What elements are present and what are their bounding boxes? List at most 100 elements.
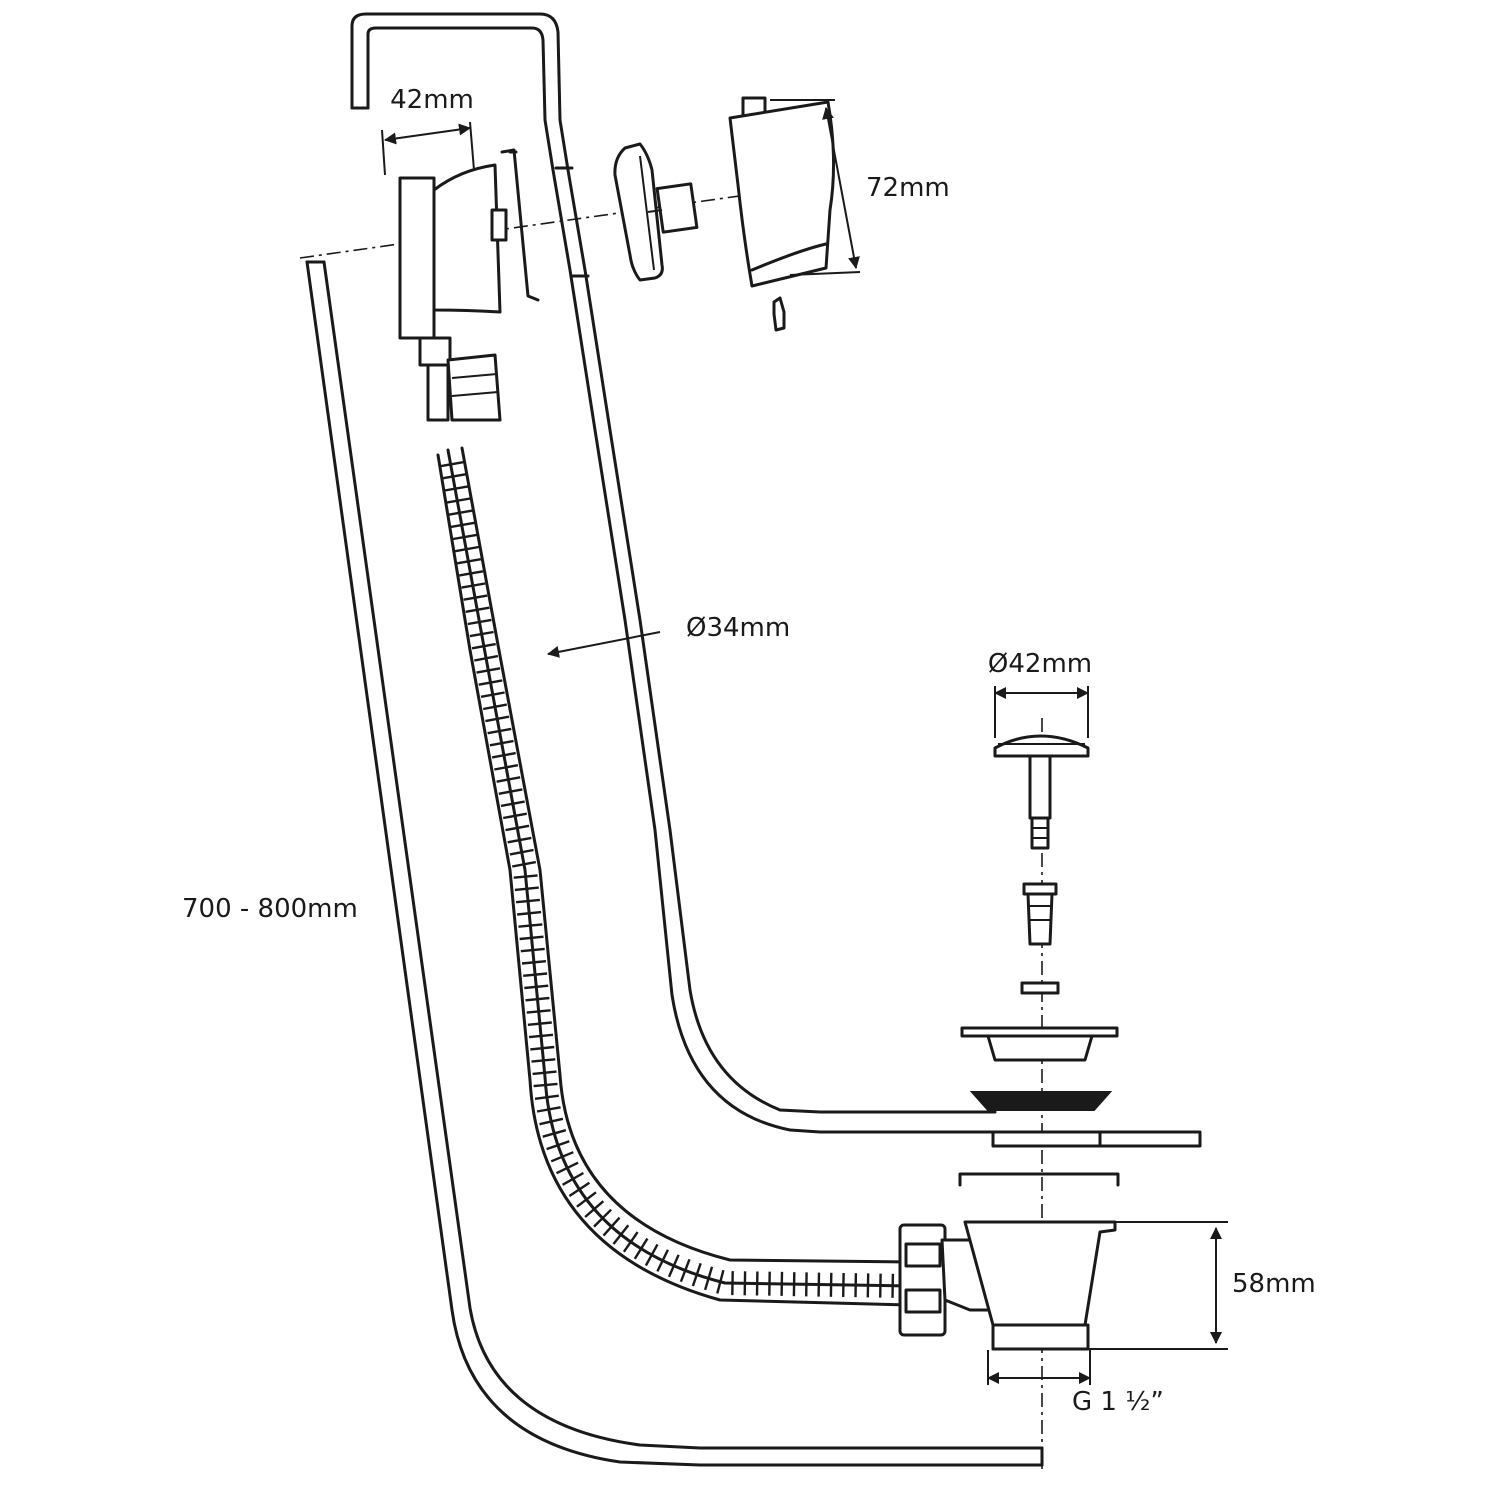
hose-rib (593, 1208, 612, 1228)
overflow-head (398, 148, 540, 422)
hose-diameter-label: Ø34mm (686, 613, 790, 643)
hose-rib (576, 1191, 597, 1208)
cable-conduit (350, 12, 997, 1134)
hose-rib (454, 545, 480, 553)
waste-body (898, 1220, 1117, 1351)
hose-rib (525, 996, 550, 1002)
hose-rib (487, 727, 512, 735)
hose-rib (524, 984, 549, 990)
hose-rib (703, 1266, 714, 1291)
hose-rib (482, 703, 508, 711)
waste-flange (960, 1026, 1119, 1062)
hose-rib (536, 1106, 561, 1113)
bath-floor-section (991, 1130, 1202, 1148)
hose-rib (526, 1009, 551, 1014)
thread-size-label: G 1 ½” (1072, 1387, 1164, 1417)
hose-rib (562, 1171, 584, 1186)
hose-rib (517, 910, 542, 916)
hose-rib (465, 606, 490, 613)
hose-rib (530, 1045, 555, 1051)
hose-rib (679, 1258, 691, 1283)
hose-ribs (440, 460, 895, 1298)
hose-rib (498, 788, 523, 795)
hose-rib (456, 558, 482, 565)
hose-rib (467, 618, 492, 626)
hose-rib (505, 824, 530, 832)
hose-rib (539, 1117, 564, 1126)
hose-rib (633, 1237, 649, 1260)
hose-rib (612, 1224, 630, 1245)
hose-rib (511, 860, 537, 868)
hose-rib (550, 1151, 574, 1163)
hose-rib (691, 1262, 702, 1287)
hose-rib (461, 582, 486, 589)
hose-rib (509, 848, 534, 856)
plug-screw (1022, 882, 1058, 946)
overflow-centre-line (299, 185, 811, 259)
hose-rib (474, 654, 499, 662)
hose-rib (513, 874, 538, 879)
hose-rib (531, 1058, 556, 1063)
hose-rib (442, 473, 467, 480)
hose-rib (452, 533, 477, 541)
hose-rib (515, 898, 541, 904)
hose-rib (446, 497, 471, 504)
hose-rib (520, 947, 545, 953)
dimension-lines (381, 99, 1228, 1385)
hose-rib (523, 972, 548, 977)
waste-height-label: 58mm (1232, 1269, 1316, 1299)
hose-rib (469, 630, 494, 638)
hose-rib (546, 1140, 570, 1151)
overflow-height-label: 72mm (866, 173, 950, 203)
hose-rib (480, 691, 505, 698)
pop-up-plug (993, 734, 1090, 850)
hose-rib (502, 812, 528, 820)
hose-rib (532, 1070, 557, 1076)
hose-rib (514, 886, 539, 892)
length-bracket (305, 260, 1044, 1467)
hose-rib (667, 1254, 680, 1278)
plug-washer (1020, 981, 1060, 995)
hose-rib (527, 1021, 552, 1026)
hose-rib (656, 1249, 669, 1272)
overflow-face-plate (613, 142, 699, 282)
hose-rib (444, 485, 469, 492)
hose-rib (534, 1094, 559, 1100)
hose-rib (518, 923, 543, 928)
rubber-seal (969, 1091, 1113, 1111)
hose-rib (471, 642, 496, 650)
hose-rib (716, 1269, 725, 1294)
hose-rib (494, 764, 519, 771)
hose-rib (519, 935, 544, 941)
hose-rib (463, 594, 488, 601)
hose-rib (533, 1082, 558, 1088)
hose-rib (622, 1231, 639, 1253)
hose-rib (440, 460, 465, 468)
hose-rib (478, 679, 503, 686)
hose-rib (491, 751, 516, 759)
hose-rib (448, 509, 473, 516)
overflow-cover-cap (728, 96, 836, 332)
hose-rib (528, 1033, 554, 1039)
corrugated-hose (436, 446, 912, 1307)
hose-rib (542, 1129, 567, 1138)
hose-rib (521, 960, 547, 965)
hose-rib (459, 570, 484, 577)
hose-rib (485, 715, 510, 723)
hose-rib (568, 1181, 591, 1198)
hose-rib (584, 1200, 605, 1218)
hose-rib (476, 667, 501, 674)
plug-diameter-label: Ø42mm (988, 649, 1092, 679)
lower-washer (958, 1172, 1120, 1187)
hose-rib (602, 1216, 621, 1237)
hose-rib (489, 739, 514, 747)
hose-rib (644, 1243, 659, 1267)
hose-rib (496, 776, 521, 783)
hose-rib (555, 1161, 579, 1175)
hose-rib (450, 521, 475, 529)
hose-rib (507, 836, 532, 844)
hose-rib (500, 800, 525, 808)
overflow-width-label: 42mm (390, 85, 474, 115)
